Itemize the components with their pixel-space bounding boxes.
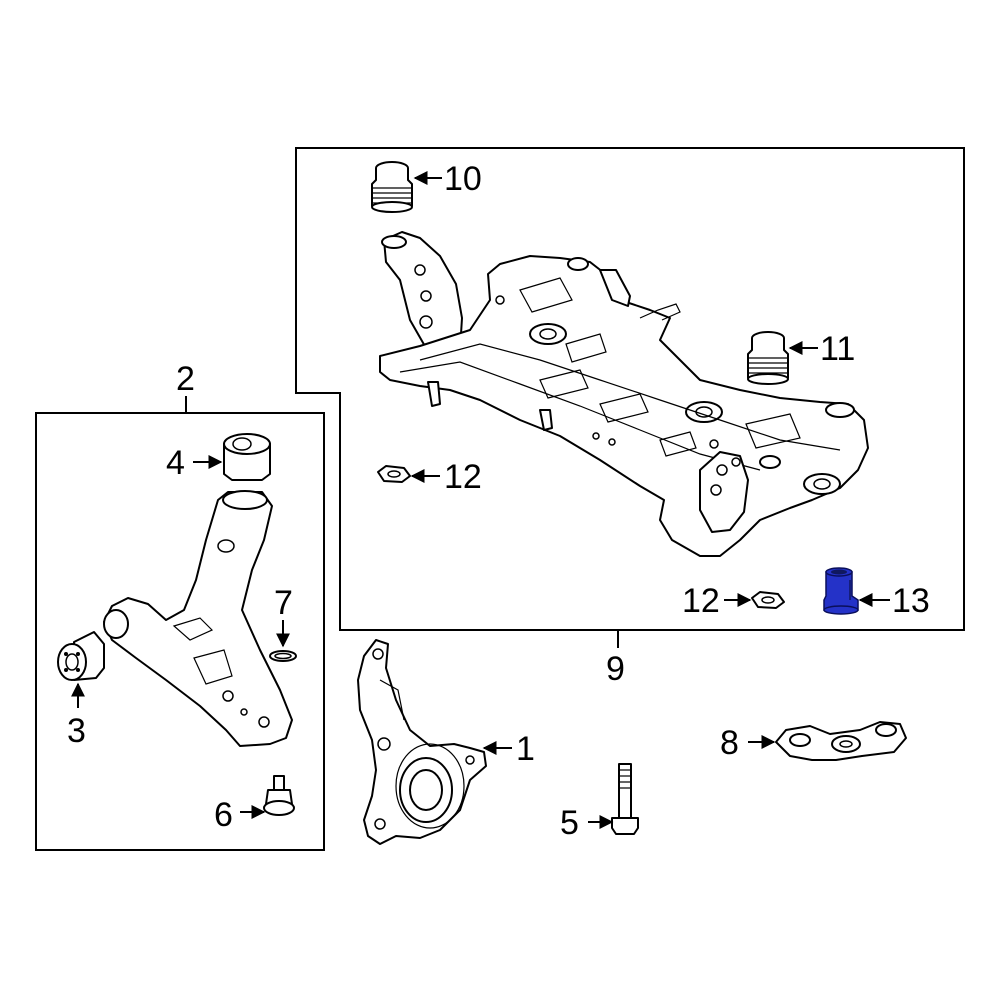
bolt-part[interactable] <box>611 763 639 835</box>
crossmember-part[interactable] <box>379 231 869 557</box>
subframe-group-box <box>295 147 965 631</box>
ball-joint-part[interactable] <box>263 775 295 816</box>
callout-3[interactable]: 3 <box>67 712 86 750</box>
callout-11[interactable]: 11 <box>820 330 855 368</box>
callout-7[interactable]: 7 <box>274 584 293 622</box>
rear-bushing-part[interactable] <box>747 331 789 385</box>
callout-2[interactable]: 2 <box>176 360 195 398</box>
highlighted-bushing-part[interactable] <box>823 567 859 615</box>
callout-1[interactable]: 1 <box>516 730 535 768</box>
callout-12-upper[interactable]: 12 <box>444 458 482 496</box>
dust-seal-ring-part[interactable] <box>269 650 297 662</box>
washer-part-lower[interactable] <box>751 591 785 609</box>
lower-arm-group-box <box>35 412 325 851</box>
lower-arm-rear-bushing-part[interactable] <box>223 433 271 481</box>
callout-6[interactable]: 6 <box>214 796 233 834</box>
callout-10[interactable]: 10 <box>444 160 482 198</box>
mounting-bracket-part[interactable] <box>775 721 907 761</box>
upper-bushing-part[interactable] <box>371 161 413 213</box>
callout-12-lower[interactable]: 12 <box>682 582 720 620</box>
callout-5[interactable]: 5 <box>560 804 579 842</box>
washer-part-upper[interactable] <box>377 465 411 483</box>
callout-4[interactable]: 4 <box>166 444 185 482</box>
steering-knuckle-part[interactable] <box>357 639 487 845</box>
lower-control-arm-part[interactable] <box>103 490 293 747</box>
callout-8[interactable]: 8 <box>720 724 739 762</box>
callout-9[interactable]: 9 <box>606 650 625 688</box>
lower-arm-front-bushing-part[interactable] <box>57 631 105 681</box>
callout-13[interactable]: 13 <box>892 582 930 620</box>
